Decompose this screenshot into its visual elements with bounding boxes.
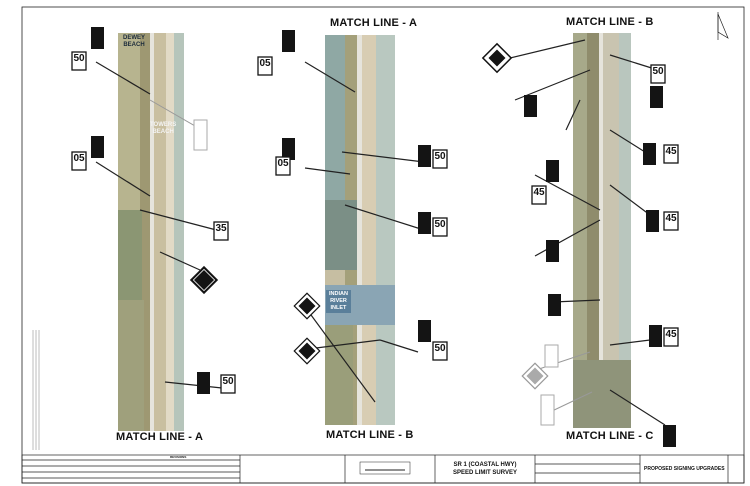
side-notes — [32, 330, 40, 450]
speed-sign-value: 45 — [533, 187, 545, 198]
match-line-a-bottom: MATCH LINE - A — [116, 431, 204, 443]
drawing-title: SR 1 (COASTAL HWY) SPEED LIMIT SURVEY — [453, 462, 517, 476]
revisions-label: REVISIONS — [170, 455, 187, 459]
speed-sign-value: 50 — [434, 219, 446, 230]
aerial-strip-2 — [325, 35, 395, 425]
speed-sign-value: 05 — [277, 158, 289, 169]
place-towers-beach: TOWERS BEACH — [150, 122, 177, 135]
speed-sign-value: 50 — [652, 66, 664, 77]
speed-sign-boxes — [71, 51, 679, 394]
project-name: PROPOSED SIGNING UPGRADES — [644, 466, 725, 472]
speed-sign-value: 05 — [259, 58, 271, 69]
north-arrow-icon — [717, 12, 729, 40]
speed-sign-value: 45 — [665, 213, 677, 224]
speed-sign-value: 05 — [73, 153, 85, 164]
title-block — [21, 454, 745, 484]
aerial-strip-1 — [118, 33, 184, 431]
match-line-c-bottom: MATCH LINE - C — [566, 430, 654, 442]
speed-sign-value: 45 — [665, 329, 677, 340]
match-line-b-bottom: MATCH LINE - B — [326, 429, 414, 441]
speed-sign-value: 50 — [434, 151, 446, 162]
match-line-b-top: MATCH LINE - B — [566, 16, 654, 28]
speed-sign-value: 50 — [222, 376, 234, 387]
place-indian-river-inlet: INDIAN RIVER INLET — [326, 290, 351, 313]
speed-sign-value: 50 — [434, 343, 446, 354]
speed-sign-value: 45 — [665, 146, 677, 157]
place-dewey-beach: DEWEY BEACH — [123, 35, 146, 48]
speed-sign-value: 50 — [73, 53, 85, 64]
match-line-a-top: MATCH LINE - A — [330, 17, 418, 29]
speed-sign-value: 35 — [215, 223, 227, 234]
regulatory-signs — [91, 27, 676, 447]
